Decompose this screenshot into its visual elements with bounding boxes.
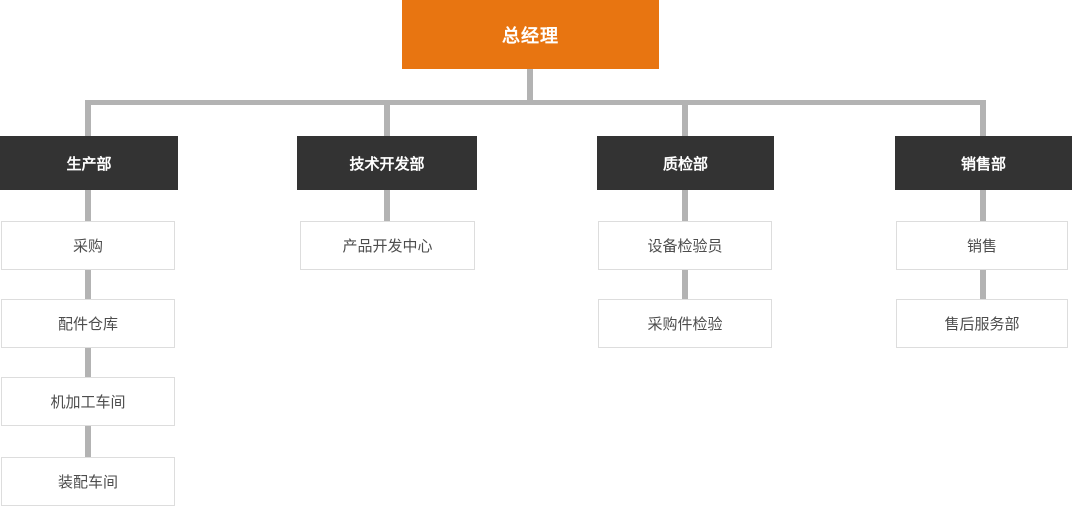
node-product-development-center: 产品开发中心 — [300, 221, 475, 270]
node-sales-dept: 销售部 — [895, 136, 1072, 190]
connector-col2-stub-1 — [384, 190, 390, 221]
node-general-manager: 总经理 — [402, 0, 659, 69]
node-equipment-inspector: 设备检验员 — [598, 221, 772, 270]
connector-col1-drop — [85, 100, 91, 136]
node-purchasing: 采购 — [1, 221, 175, 270]
connector-col1-stub-3 — [85, 348, 91, 377]
connector-col3-stub-2 — [682, 270, 688, 299]
connector-col1-stub-2 — [85, 270, 91, 299]
node-after-sales-service: 售后服务部 — [896, 299, 1068, 348]
node-machining-workshop: 机加工车间 — [1, 377, 175, 426]
connector-col3-drop — [682, 100, 688, 136]
connector-root-stem — [527, 69, 533, 105]
node-sales: 销售 — [896, 221, 1068, 270]
connector-horizontal-rail — [85, 100, 986, 105]
node-quality-inspection-dept: 质检部 — [597, 136, 774, 190]
node-production-dept: 生产部 — [0, 136, 178, 190]
connector-col2-drop — [384, 100, 390, 136]
node-tech-development-dept: 技术开发部 — [297, 136, 477, 190]
connector-col4-stub-2 — [980, 270, 986, 299]
connector-col4-drop — [980, 100, 986, 136]
node-parts-warehouse: 配件仓库 — [1, 299, 175, 348]
connector-col3-stub-1 — [682, 190, 688, 221]
node-assembly-workshop: 装配车间 — [1, 457, 175, 506]
connector-col1-stub-4 — [85, 426, 91, 457]
connector-col4-stub-1 — [980, 190, 986, 221]
connector-col1-stub-1 — [85, 190, 91, 221]
node-purchased-parts-inspection: 采购件检验 — [598, 299, 772, 348]
